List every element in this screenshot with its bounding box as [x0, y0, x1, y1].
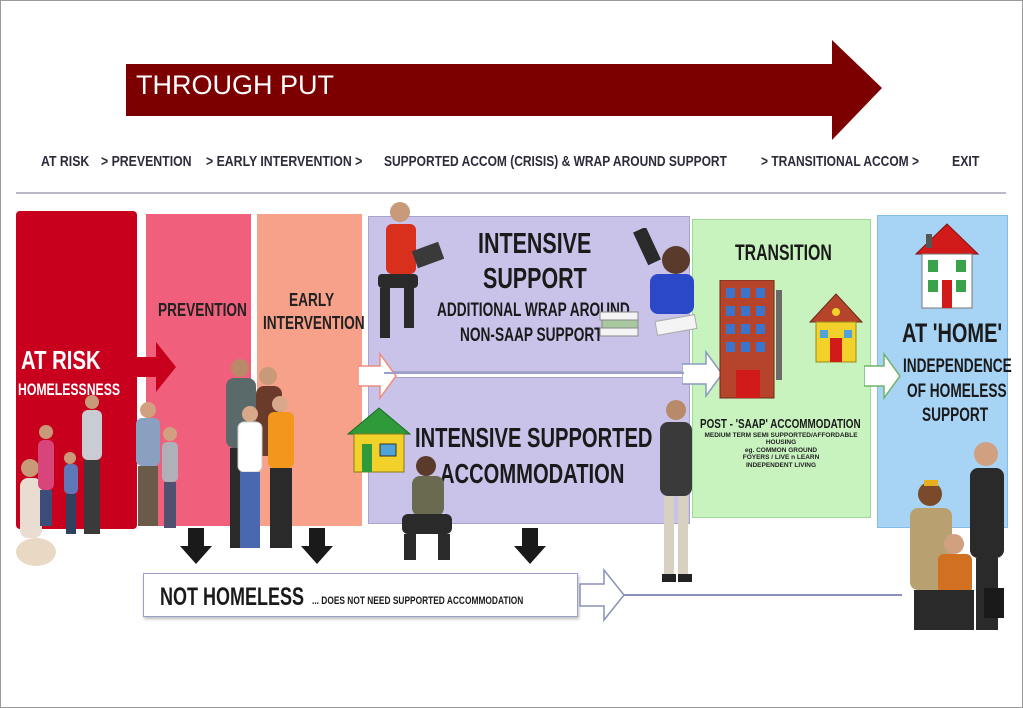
- transition-detail: eg. COMMON GROUND: [744, 446, 818, 454]
- not-homeless-title: NOT HOMELESS: [160, 583, 305, 611]
- transition-detail: INDEPENDENT LIVING: [745, 461, 817, 469]
- intensive-support-line1: INTENSIVE: [478, 228, 592, 260]
- flow-early-intervention: > EARLY INTERVENTION >: [206, 153, 363, 170]
- people-group-at-risk: [16, 395, 102, 566]
- not-homeless-box: [143, 573, 578, 617]
- flow-prevention: > PREVENTION: [101, 153, 192, 170]
- divider-line: [16, 192, 1006, 194]
- home-line1: AT 'HOME': [902, 318, 1003, 348]
- transition-details: MEDIUM TERM SEMI SUPPORTED/AFFORDABLE HO…: [696, 432, 866, 469]
- student-writing-person: [633, 228, 698, 336]
- intensive-support-line2: SUPPORT: [483, 263, 587, 295]
- prevention-title: PREVENTION: [158, 300, 247, 320]
- not-homeless-note: ... DOES NOT NEED SUPPORTED ACCOMMODATIO…: [312, 595, 524, 607]
- down-arrow-icon: [180, 528, 212, 564]
- flow-at-risk: AT RISK: [41, 153, 90, 170]
- intensive-support-line4: NON-SAAP SUPPORT: [460, 325, 603, 346]
- home-line4: SUPPORT: [922, 405, 989, 426]
- intensive-support-line3: ADDITIONAL WRAP AROUND: [437, 300, 630, 321]
- arrow-right-icon: [579, 568, 625, 622]
- people-group-home: [910, 442, 1004, 630]
- at-risk-subtitle: HOMELESSNESS: [18, 380, 121, 399]
- down-arrow-icon: [514, 528, 546, 564]
- student-laptop-person: [378, 202, 444, 338]
- family-group: [226, 359, 294, 548]
- panel-intensive-support: [368, 216, 690, 372]
- down-arrow-icon: [301, 528, 333, 564]
- arrow-right-icon: [682, 350, 723, 398]
- transition-detail: MEDIUM TERM SEMI SUPPORTED/AFFORDABLE: [704, 432, 858, 439]
- flow-exit: EXIT: [952, 153, 980, 170]
- banner-label: THROUGH PUT: [136, 70, 334, 100]
- home-line2: INDEPENDENCE: [903, 356, 1012, 377]
- arrow-right-icon: [358, 352, 397, 400]
- transition-post: POST - 'SAAP' ACCOMMODATION: [700, 416, 861, 431]
- early-line1: EARLY: [289, 290, 335, 310]
- flow-transitional-accom: > TRANSITIONAL ACCOM >: [761, 153, 920, 170]
- house-icon: [808, 293, 864, 363]
- transition-title: TRANSITION: [735, 240, 832, 265]
- standing-man-phone: [660, 400, 692, 582]
- apartment-building-icon: [719, 280, 782, 399]
- panel-intensive-accom: [368, 377, 690, 524]
- home-line3: OF HOMELESS: [907, 381, 1007, 402]
- flow-supported-accom: SUPPORTED ACCOM (CRISIS) & WRAP AROUND S…: [384, 153, 727, 170]
- exit-connector-line: [624, 594, 902, 596]
- people-pair-prevention: [136, 402, 178, 528]
- arrow-right-icon: [130, 342, 176, 392]
- arrow-right-icon: [864, 352, 901, 400]
- through-put-arrow: [126, 40, 882, 140]
- crouching-person: [402, 456, 452, 560]
- intensive-accom-line2: ACCOMMODATION: [440, 458, 625, 489]
- transition-detail: FOYERS / LIVE n LEARN: [742, 454, 820, 462]
- connector-line: [384, 372, 684, 374]
- early-line2: INTERVENTION: [263, 313, 365, 333]
- intensive-accom-line1: INTENSIVE SUPPORTED: [415, 422, 653, 453]
- green-house-icon: [346, 407, 412, 473]
- at-risk-title: AT RISK: [21, 345, 101, 375]
- transition-detail: HOUSING: [765, 439, 797, 447]
- home-house-icon: [914, 223, 980, 309]
- book-stack-icon: [599, 311, 639, 337]
